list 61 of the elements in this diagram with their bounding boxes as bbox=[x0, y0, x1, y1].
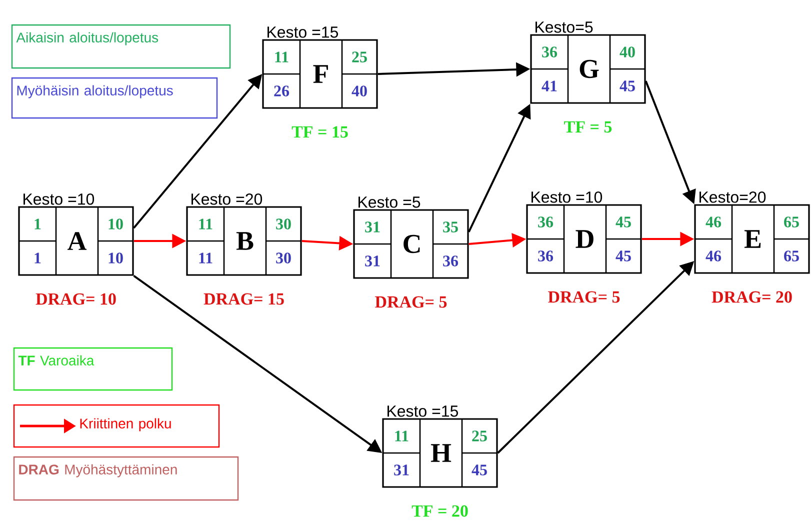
drag-label: DRAG= 15 bbox=[204, 293, 284, 305]
late-time: 31 bbox=[365, 256, 380, 266]
duration-label: Kesto =15 bbox=[268, 26, 338, 38]
legend-box: TF Varoaika bbox=[13, 347, 173, 391]
early-time: 25 bbox=[472, 430, 487, 442]
late-time: 41 bbox=[542, 80, 557, 92]
legend-box: Kriittinen polku bbox=[13, 404, 220, 448]
late-time: 46 bbox=[706, 250, 722, 262]
early-time: 11 bbox=[395, 430, 408, 442]
activity-letter: A bbox=[68, 232, 87, 250]
duration-label: Kesto =15 bbox=[388, 406, 458, 417]
legend-box: Myöhäisin aloitus/lopetus bbox=[11, 77, 218, 119]
early-time: 46 bbox=[706, 216, 722, 228]
activity-letter: E bbox=[744, 230, 761, 248]
late-time: 36 bbox=[443, 256, 458, 266]
late-time: 65 bbox=[784, 250, 799, 262]
late-time: 45 bbox=[620, 80, 635, 92]
early-time: 36 bbox=[538, 216, 554, 228]
activity-letter: C bbox=[404, 234, 420, 254]
late-time: 1 bbox=[34, 252, 41, 264]
early-time: 35 bbox=[443, 222, 458, 232]
early-time: 40 bbox=[620, 46, 635, 58]
early-time: 36 bbox=[542, 46, 558, 58]
early-time: 31 bbox=[365, 222, 380, 232]
late-time: 45 bbox=[616, 250, 631, 262]
early-time: 1 bbox=[34, 218, 41, 230]
early-time: 10 bbox=[108, 218, 123, 230]
early-time: 30 bbox=[276, 218, 291, 230]
float-label: TF = 15 bbox=[292, 126, 348, 138]
late-time: 40 bbox=[352, 86, 367, 96]
float-label: TF = 20 bbox=[412, 505, 468, 517]
drag-label: DRAG= 5 bbox=[375, 296, 447, 308]
early-time: 65 bbox=[784, 216, 799, 228]
late-time: 30 bbox=[276, 252, 291, 264]
drag-label: DRAG= 20 bbox=[712, 291, 792, 303]
activity-letter: F bbox=[313, 65, 328, 83]
early-time: 25 bbox=[352, 52, 367, 62]
late-time: 26 bbox=[274, 86, 290, 96]
early-time: 45 bbox=[616, 216, 631, 228]
late-time: 11 bbox=[199, 252, 212, 264]
late-time: 45 bbox=[472, 464, 487, 476]
drag-label: DRAG= 5 bbox=[548, 291, 620, 303]
duration-label: Kesto =10 bbox=[532, 191, 602, 203]
duration-label: Kesto =5 bbox=[358, 196, 420, 208]
duration-label: Kesto =20 bbox=[192, 193, 262, 205]
late-time: 36 bbox=[538, 250, 554, 262]
legend-box: DRAG Myöhästyttäminen bbox=[13, 456, 239, 501]
duration-label: Kesto=5 bbox=[536, 22, 593, 33]
activity-letter: G bbox=[580, 60, 599, 78]
early-time: 11 bbox=[199, 218, 212, 230]
drag-label: DRAG= 10 bbox=[36, 293, 116, 305]
early-time: 11 bbox=[275, 52, 288, 62]
duration-label: Kesto=20 bbox=[700, 191, 766, 203]
late-time: 31 bbox=[394, 464, 409, 476]
activity-letter: D bbox=[576, 230, 594, 248]
legend-box: Aikaisin aloitus/lopetus bbox=[11, 24, 231, 69]
late-time: 10 bbox=[108, 252, 123, 264]
float-label: TF = 5 bbox=[564, 121, 612, 133]
activity-letter: B bbox=[236, 232, 254, 250]
activity-letter: H bbox=[430, 444, 452, 462]
duration-label: Kesto =10 bbox=[24, 193, 94, 205]
